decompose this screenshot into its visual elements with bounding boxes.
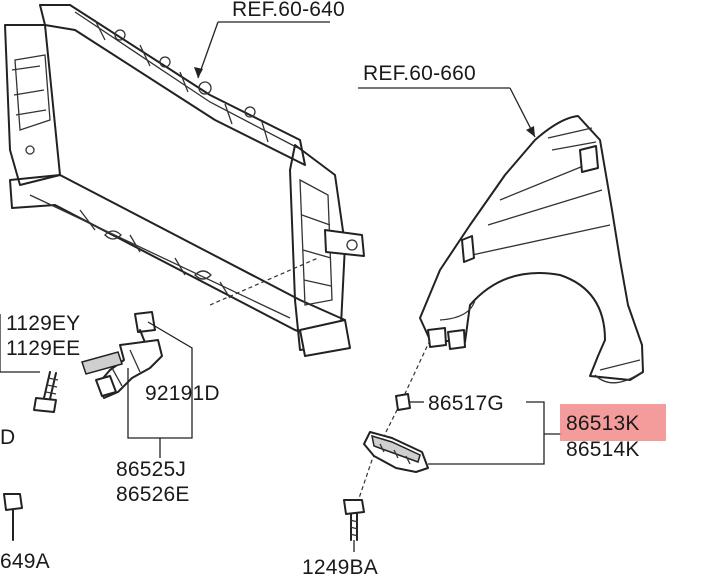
clip-label: 86517G bbox=[428, 392, 504, 415]
clip bbox=[395, 393, 411, 411]
guard-a-label: 86513K bbox=[566, 412, 640, 435]
screw bbox=[343, 499, 365, 541]
bolt-b-label: 1129EE bbox=[6, 337, 80, 360]
bracket-assembly bbox=[81, 311, 163, 399]
bracket-a-label: 86525J bbox=[116, 458, 186, 481]
screw-label: 1249BA bbox=[302, 556, 378, 579]
bracket-leader bbox=[127, 321, 193, 439]
edge-649a-label: 649A bbox=[0, 550, 50, 573]
bracket-part-label: 92191D bbox=[145, 382, 220, 405]
bolt bbox=[33, 371, 59, 413]
bracket-b-label: 86526E bbox=[116, 483, 190, 506]
edge-d-label: D bbox=[0, 426, 15, 449]
clip-group-leader bbox=[428, 401, 545, 465]
guard-a-highlight bbox=[560, 404, 666, 441]
ref-radiator-support-arrow bbox=[194, 67, 203, 78]
fender-guard-bracket bbox=[363, 431, 429, 473]
radiator-support-frame bbox=[4, 4, 365, 357]
ref-fender-arrow bbox=[526, 126, 535, 137]
bolt-a-label: 1129EY bbox=[6, 312, 80, 335]
edge-fastener bbox=[3, 493, 23, 541]
ref-fender-label: REF.60-660 bbox=[363, 62, 476, 85]
front-fender bbox=[419, 115, 644, 384]
bolt-leader bbox=[0, 314, 40, 373]
ref-radiator-support-label: REF.60-640 bbox=[232, 0, 345, 21]
clip-locator-dashes bbox=[354, 339, 431, 511]
guard-b-label: 86514K bbox=[566, 438, 640, 461]
